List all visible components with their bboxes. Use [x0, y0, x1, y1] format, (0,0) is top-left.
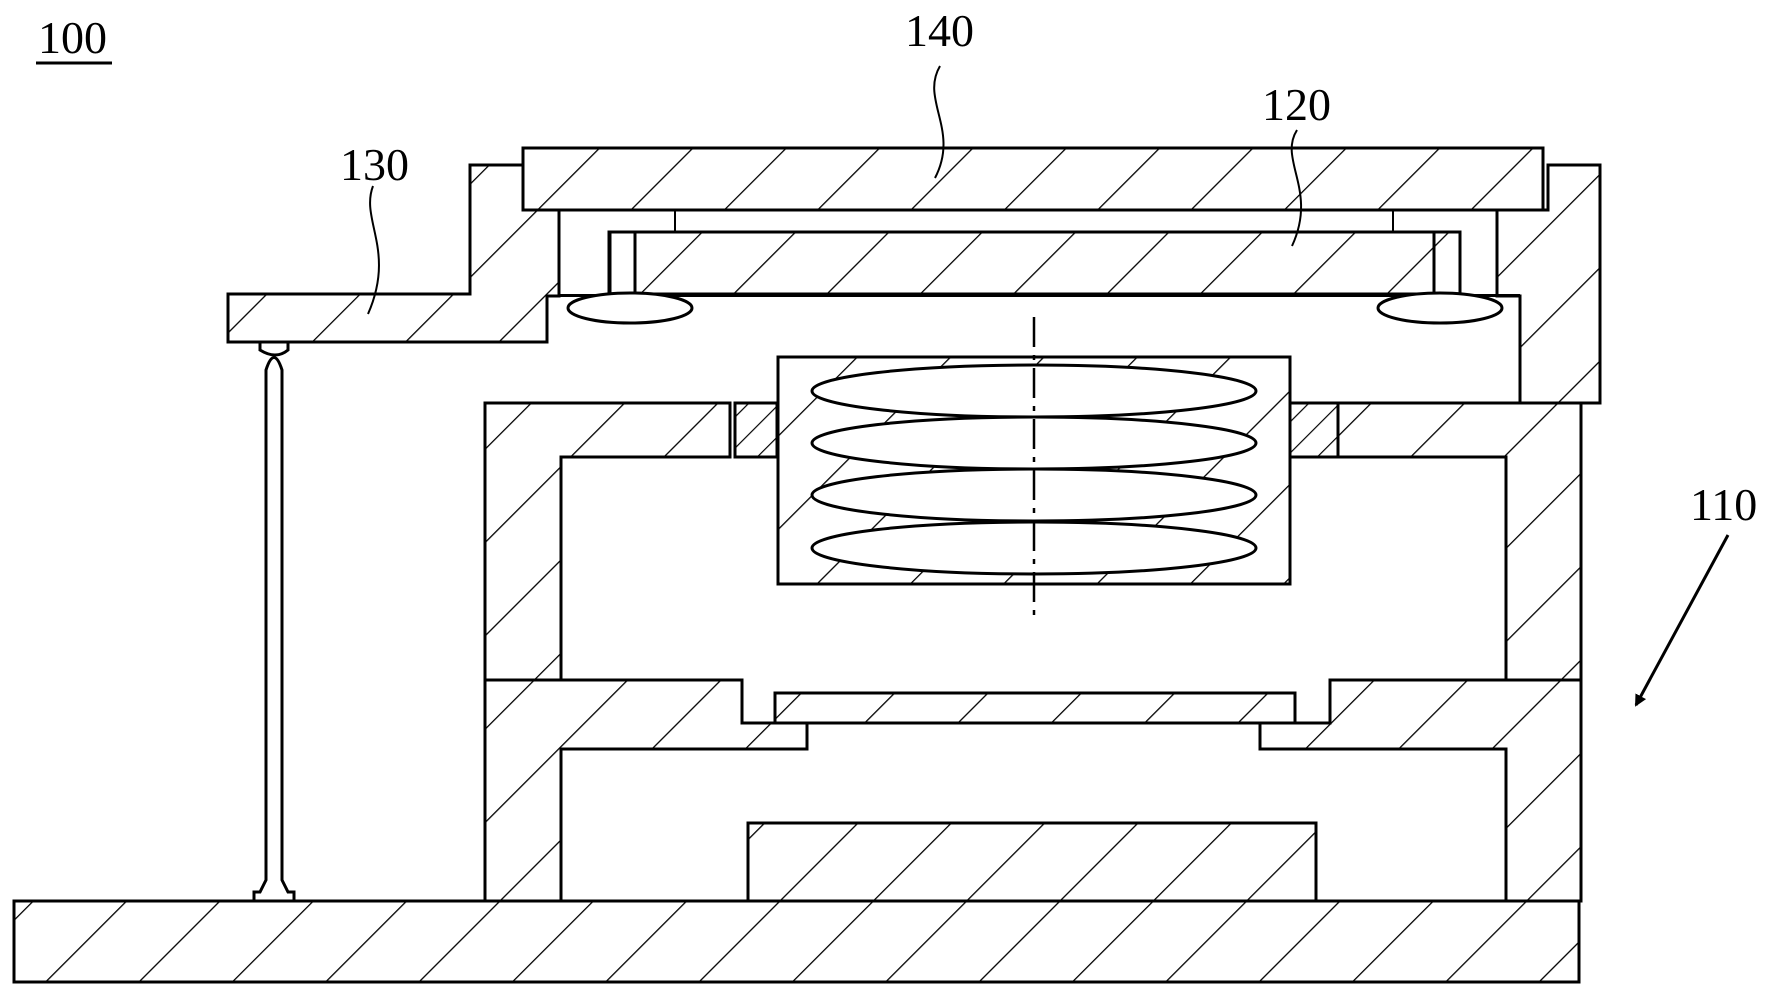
lens-seat-right [1288, 401, 1340, 459]
figure-number: 100 [38, 12, 107, 63]
label-130: 130 [340, 139, 409, 190]
lens-seat-left [733, 401, 779, 459]
base-plate [12, 899, 1581, 984]
adhesive-left [566, 291, 694, 325]
leader-140 [933, 65, 945, 179]
adhesive-right [1376, 291, 1504, 325]
housing-wall [483, 401, 732, 682]
bracket-130 [226, 163, 561, 344]
label-120: 120 [1262, 79, 1331, 130]
lower-block [746, 821, 1318, 903]
label-110: 110 [1690, 479, 1757, 530]
label-140: 140 [905, 5, 974, 56]
part-120 [608, 230, 1462, 296]
part-140 [521, 146, 1545, 212]
support-pin [258, 342, 290, 357]
arrow-110 [1634, 534, 1730, 707]
support-pin-body [252, 356, 296, 903]
housing-wall-left-lower [483, 678, 809, 903]
spacer-strip [674, 209, 1394, 233]
leader-130 [367, 185, 380, 315]
housing-wall-right-lower [1258, 678, 1583, 903]
leader-120 [1290, 129, 1302, 247]
middle-plate [773, 691, 1297, 725]
